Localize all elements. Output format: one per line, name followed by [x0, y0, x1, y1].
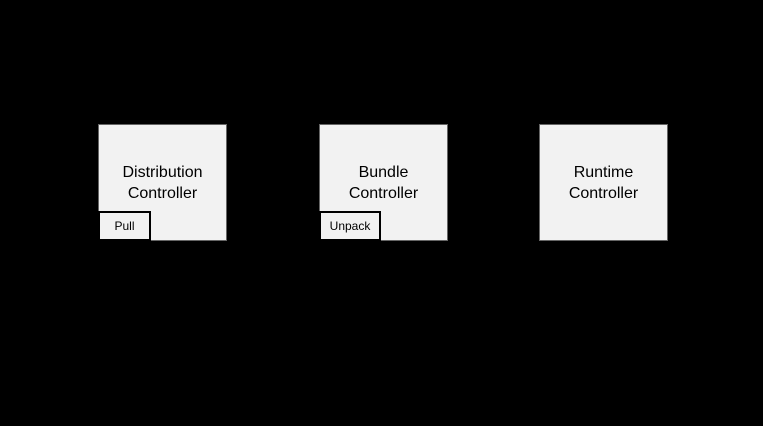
pull-action-label: Pull: [114, 219, 135, 233]
bundle-controller-label: Bundle Controller: [348, 163, 419, 202]
runtime-controller-label: Runtime Controller: [568, 163, 639, 202]
node-distribution-controller: Distribution Controller Pull: [98, 124, 227, 241]
distribution-controller-label: Distribution Controller: [122, 163, 203, 202]
node-unpack-action: Unpack: [319, 211, 381, 241]
node-bundle-controller: Bundle Controller Unpack: [319, 124, 448, 241]
node-runtime-controller: Runtime Controller: [539, 124, 668, 241]
unpack-action-label: Unpack: [329, 219, 371, 233]
node-pull-action: Pull: [98, 211, 151, 241]
